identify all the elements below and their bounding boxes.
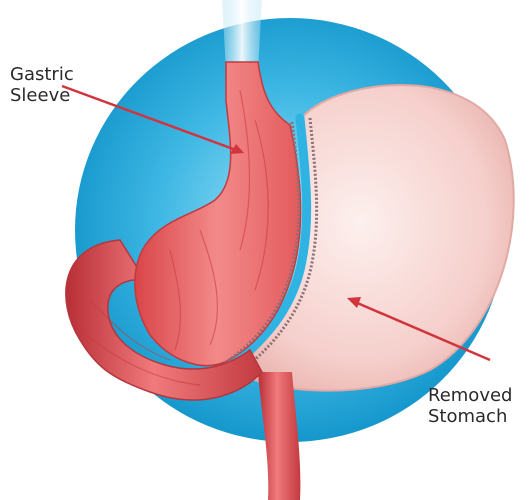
- gastric-sleeve-label-line1: Gastric: [10, 64, 74, 85]
- removed-stomach-label-line2: Stomach: [428, 406, 512, 427]
- gastric-sleeve-label: Gastric Sleeve: [10, 64, 74, 106]
- removed-stomach-label-line1: Removed: [428, 385, 512, 406]
- esophagus-upper: [222, 0, 262, 70]
- gastric-sleeve-label-line2: Sleeve: [10, 85, 74, 106]
- removed-stomach-label: Removed Stomach: [428, 385, 512, 427]
